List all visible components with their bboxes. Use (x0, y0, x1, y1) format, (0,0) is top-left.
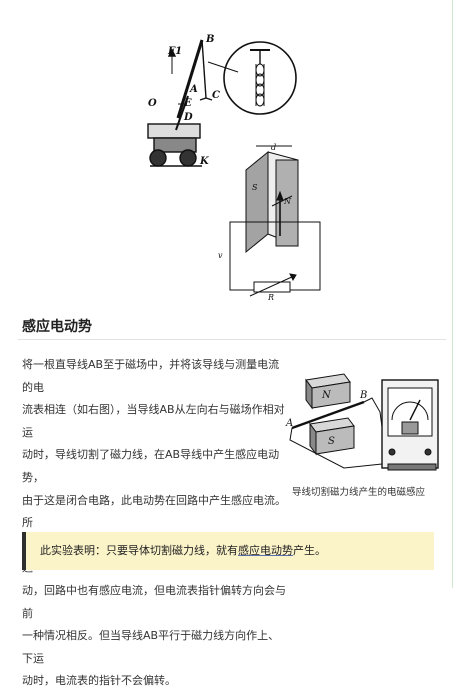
label-e: E (183, 98, 192, 109)
label-f1: F1 (167, 46, 182, 57)
circuit-letters: S N d v R (218, 143, 292, 300)
paragraph-line: 将一根直导线AB至于磁场中，并将该导线与测量电流的电 (22, 358, 280, 394)
paragraph-line: 流表相连（如右图），当导线AB从左向右与磁场作相对运 (22, 403, 285, 439)
magnet-label-s: S (328, 436, 335, 447)
section-heading: 感应电动势 (22, 319, 92, 335)
paragraph-line: 动时，电流表的指针不会偏转。 (22, 674, 176, 688)
section-paragraph: 将一根直导线AB至于磁场中，并将该导线与测量电流的电 流表相连（如右图），当导线… (22, 354, 290, 693)
label-v: v (218, 251, 223, 260)
heading-divider (18, 339, 446, 340)
induction-figure: N S A B (285, 373, 439, 471)
top-figure: F1 B A C O E D K S N d v (147, 34, 321, 300)
paragraph-line: 动，回路中也有感应电流，但电流表指针偏转方向会与前 (22, 583, 286, 620)
paragraph-line: 由于这是闭合电路，此电动势在回路中产生感应电流。所 (22, 493, 286, 530)
figure-caption: 导线切割磁力线产生的电磁感应 (292, 487, 426, 498)
wire-label-a: A (285, 418, 293, 429)
label-s: S (252, 183, 258, 192)
paragraph-line: 动时，导线切割了磁力线，在AB导线中产生感应电动势， (22, 448, 280, 484)
crane-illustration (147, 39, 213, 167)
label-n: N (283, 197, 292, 206)
conclusion-note: 此实验表明：只要导体切割磁力线，就有感应电动势产生。 (22, 532, 434, 570)
label-c: C (212, 90, 220, 101)
label-a: A (189, 84, 198, 95)
frame-border (452, 0, 453, 588)
label-k: K (199, 156, 210, 167)
note-text-before: 此实验表明：只要导体切割磁力线，就有 (40, 544, 238, 557)
label-d: D (183, 112, 193, 123)
crane-letters: F1 B A C O E D K (148, 34, 220, 167)
label-o: O (148, 98, 157, 109)
emf-link[interactable]: 感应电动势 (238, 544, 293, 557)
pulley-inset (207, 41, 297, 115)
wire-label-b: B (359, 390, 367, 401)
note-text-after: 产生。 (293, 544, 326, 557)
label-d: d (271, 143, 276, 152)
label-r: R (267, 293, 274, 300)
paragraph-line: 一种情况相反。但当导线AB平行于磁力线方向作上、下运 (22, 629, 280, 665)
label-b: B (205, 34, 214, 45)
circuit-illustration (229, 145, 321, 297)
magnet-label-n: N (321, 390, 332, 401)
